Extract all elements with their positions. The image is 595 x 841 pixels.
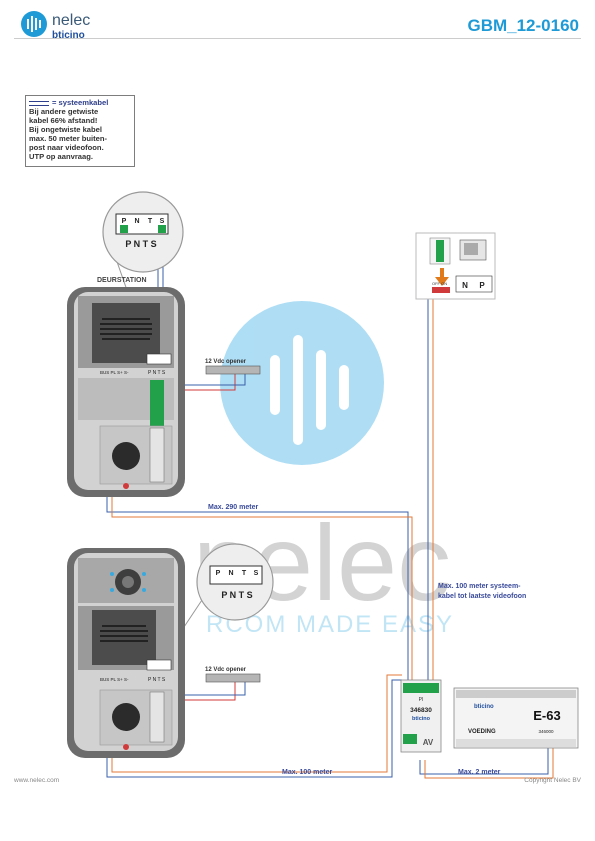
door-opener-upper: 12 Vdc opener [205, 359, 261, 375]
psu-model: E-63 [533, 708, 560, 723]
footer-website: www.nelec.com [14, 777, 60, 784]
terminal-row-label: P N T S [125, 239, 156, 249]
door-station-lower: BUS PL S+ S- P N T S [67, 548, 185, 758]
interface-pi: PI [419, 697, 424, 703]
bus-label: BUS PL S+ S- [100, 677, 129, 682]
terminal-label: S [160, 218, 165, 225]
red-led-icon [123, 744, 129, 750]
brand-name: nelec [52, 12, 91, 29]
note-line: post naar videofoon. [29, 143, 104, 152]
watermark-bars-icon [270, 335, 349, 445]
camera-icon [112, 703, 140, 731]
terminal-label: N [228, 570, 233, 577]
terminal-block-icon [146, 353, 172, 365]
note-title: = systeemkabel [29, 98, 131, 107]
note-line: Bij andere getwiste [29, 107, 99, 116]
note-line: max. 50 meter buiten- [29, 134, 108, 143]
videophone: OFF ON N P [415, 232, 496, 300]
terminal-label: P [122, 218, 127, 225]
note-line: Bij ongetwiste kabel [29, 125, 103, 134]
distance-psu: Max. 2 meter [458, 769, 501, 776]
footer-copyright: Copyright Nelec BV [524, 777, 581, 784]
psu-cable [424, 748, 554, 779]
bus-label: BUS PL S+ S- [100, 370, 129, 375]
terminal-row-label: P N T S [221, 590, 252, 600]
terminal-label: T [242, 570, 247, 577]
distance-videophone: kabel tot laatste videofoon [438, 593, 526, 600]
interface-module: PI 346830 bticino AV [400, 679, 442, 753]
camera-icon [112, 442, 140, 470]
terminal-label: S [254, 570, 259, 577]
system-cable-symbol-icon [29, 100, 49, 106]
psu-cable [419, 748, 549, 775]
distance-videophone: Max. 100 meter systeem- [438, 583, 521, 590]
opener-label: 12 Vdc opener [205, 359, 247, 365]
pnts-label: P N T S [148, 370, 166, 376]
power-supply: bticino E-63 VOEDING 346000 [453, 687, 579, 749]
document-code: GBM_12-0160 [467, 16, 579, 35]
green-board-icon [150, 380, 164, 426]
interface-brand: bticino [412, 716, 431, 722]
door-station-label: DEURSTATION [97, 277, 147, 284]
cable-note: = systeemkabel Bij andere getwiste kabel… [25, 95, 135, 167]
off-on-label: OFF ON [432, 281, 447, 286]
header-rule [14, 38, 581, 39]
psu-label: VOEDING [468, 729, 496, 735]
np-label: N [462, 281, 468, 290]
opener-label: 12 Vdc opener [205, 667, 247, 673]
psu-brand: bticino [474, 704, 494, 710]
psu-code: 346000 [538, 729, 554, 734]
jumper-icon [158, 225, 166, 233]
ir-led-icon [110, 572, 146, 592]
door-opener-lower: 12 Vdc opener [205, 667, 261, 683]
interface-av: AV [423, 738, 434, 747]
distance-lower: Max. 100 meter [282, 769, 332, 776]
door-station-upper: DEURSTATION BUS PL S+ S- P N T S [67, 277, 185, 497]
brand-logo: nelec bticino [20, 10, 120, 44]
terminal-block-icon [436, 240, 444, 262]
note-line: UTP op aanvraag. [29, 152, 94, 161]
interface-code: 346830 [410, 707, 432, 714]
distance-upper: Max. 290 meter [208, 504, 258, 511]
red-led-icon [123, 483, 129, 489]
terminal-block-icon [146, 659, 172, 671]
arrow-down-icon [435, 268, 449, 286]
pnts-label: P N T S [148, 677, 166, 683]
speaker-grille-icon [100, 625, 148, 642]
np-label: P [479, 281, 485, 290]
note-title-text: = systeemkabel [52, 98, 109, 107]
nelec-logo-icon [21, 11, 47, 37]
brand-sub: bticino [52, 30, 85, 41]
speaker-grille-icon [100, 318, 152, 340]
terminal-label: T [148, 218, 153, 225]
terminal-label: P [216, 570, 221, 577]
note-line: kabel 66% afstand! [29, 116, 98, 125]
terminal-zoom-upper: P N T S P N T S [102, 191, 184, 273]
terminal-label: N [134, 218, 139, 225]
jumper-icon [120, 225, 128, 233]
terminal-zoom-lower: P N T S P N T S [196, 543, 274, 621]
